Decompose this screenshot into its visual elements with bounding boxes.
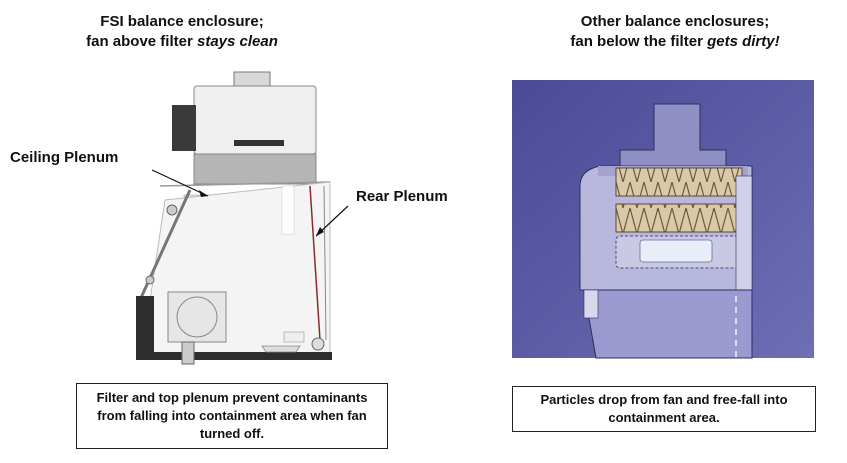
other-enclosure-drawing (512, 80, 814, 359)
ceiling-plenum-label: Ceiling Plenum (10, 149, 119, 166)
exhaust-collar (233, 71, 271, 87)
fsi-title: FSI balance enclosure; fan above filter … (52, 12, 312, 52)
other-title-prefix: fan below the filter (570, 33, 708, 50)
other-caption-text: Particles drop from fan and free-fall in… (540, 392, 788, 425)
upper-filter (615, 167, 743, 197)
ceiling-plenum-line (159, 181, 331, 187)
fsi-title-emphasis: stays clean (196, 33, 278, 50)
other-caption-box: Particles drop from fan and free-fall in… (512, 386, 816, 432)
fsi-enclosure-drawing (136, 71, 349, 365)
other-title-line1: Other balance enclosures; (580, 13, 770, 30)
left-column (136, 296, 154, 354)
rear-plenum-label: Rear Plenum (356, 188, 448, 205)
rear-plenum-panel (309, 185, 321, 341)
other-title-line2: fan below the filter gets dirty! (520, 32, 830, 52)
fsi-title-line1: FSI balance enclosure; (100, 13, 264, 30)
ceiling-arrow (151, 169, 209, 197)
fsi-title-line2: fan above filter stays clean (52, 32, 312, 52)
containment-area (583, 289, 753, 359)
motor-box (172, 105, 196, 151)
fsi-title-prefix: fan above filter (86, 33, 197, 50)
lower-filter (615, 203, 743, 233)
fsi-caption-text: Filter and top plenum prevent contaminan… (96, 390, 368, 441)
fsi-caption-box: Filter and top plenum prevent contaminan… (76, 383, 388, 449)
filter-band (193, 153, 317, 185)
fan-grille (167, 291, 227, 343)
other-title-emphasis: gets dirty! (707, 33, 780, 50)
floor-base (136, 352, 332, 360)
other-title: Other balance enclosures; fan below the … (520, 12, 830, 52)
blower-handle (234, 140, 284, 146)
